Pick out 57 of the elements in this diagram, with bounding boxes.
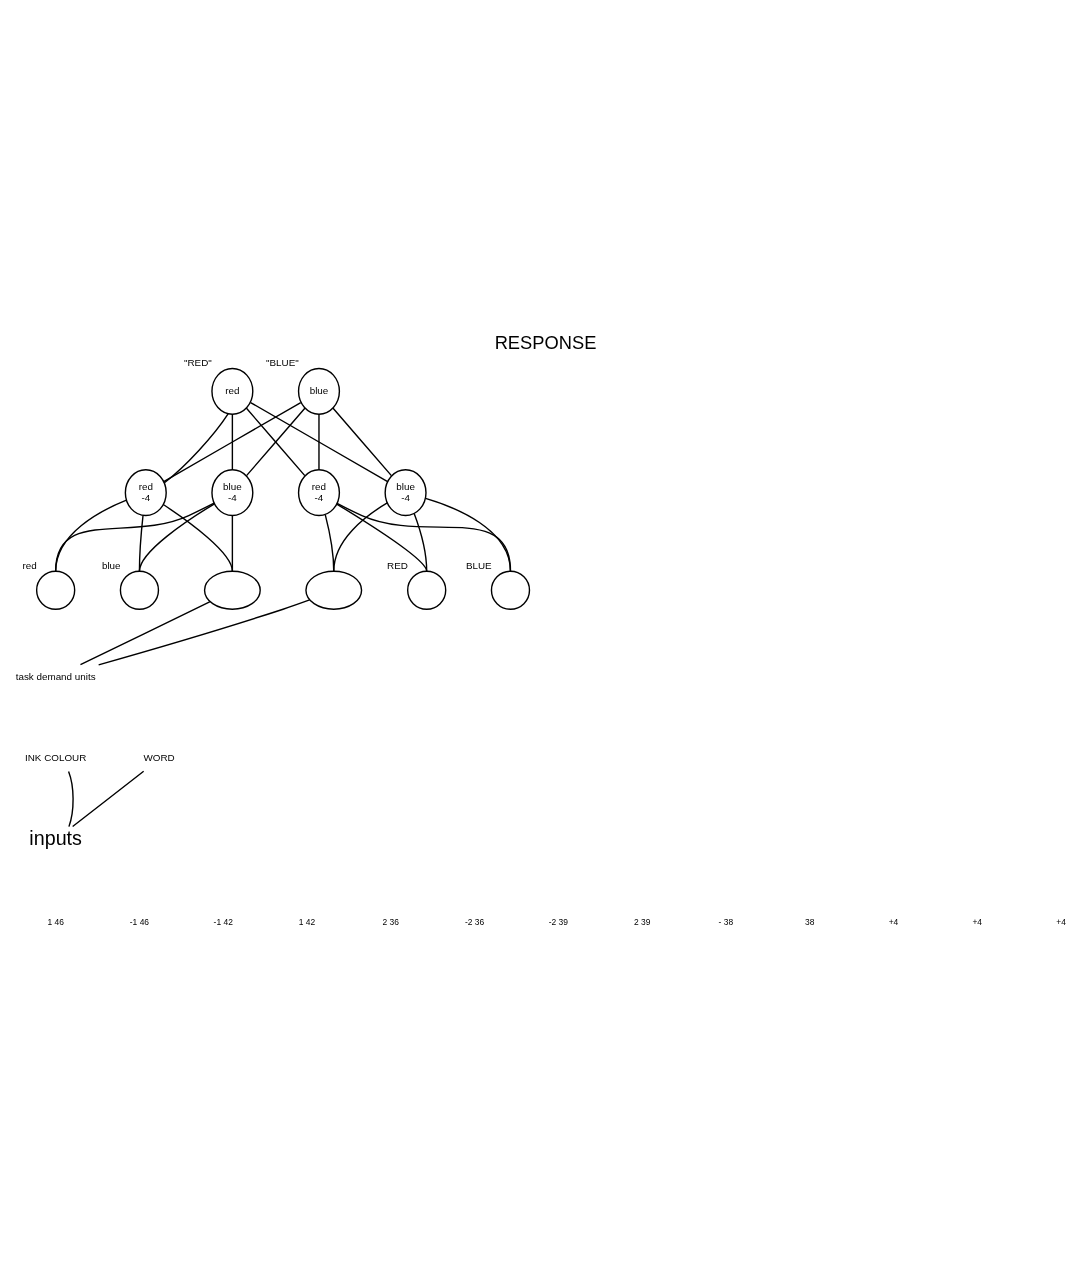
node-circle [119, 570, 160, 610]
node-circle [35, 570, 76, 610]
connector [332, 406, 393, 476]
node-label: BLUE [465, 559, 492, 571]
node-text: task demand units [15, 670, 96, 682]
connector [318, 413, 320, 470]
label: -1 42 [213, 916, 233, 927]
connector [97, 598, 311, 666]
diagram-title: RESPONSE [494, 331, 597, 353]
connector [231, 413, 234, 470]
connector [54, 498, 128, 572]
connector [333, 501, 388, 572]
node-circle [406, 570, 447, 610]
node-label: "RED" [183, 356, 212, 368]
connector [54, 501, 215, 572]
connector [231, 514, 234, 572]
node-ellipse: red [211, 367, 254, 415]
label: 2 36 [382, 916, 399, 927]
label: -1 46 [129, 916, 150, 927]
node-text: INK COLOUR [25, 751, 87, 763]
connector [79, 600, 211, 665]
label: 1 42 [298, 916, 316, 927]
node-ellipse: blue -4 [384, 468, 427, 516]
node-ellipse [203, 570, 261, 610]
connector [138, 502, 216, 572]
node-ellipse [305, 570, 363, 610]
label: -2 39 [548, 916, 568, 927]
node-circle [490, 570, 531, 610]
connector [163, 401, 302, 482]
label: +4 [888, 916, 899, 927]
connector [249, 401, 389, 482]
label: 2 39 [633, 916, 651, 927]
connector [162, 503, 234, 572]
connector [163, 412, 229, 483]
connector [424, 497, 512, 572]
label: - 38 [718, 916, 734, 927]
node-ellipse: red -4 [297, 468, 341, 516]
label: -2 36 [464, 916, 485, 927]
connector [336, 502, 512, 572]
label: 38 [805, 916, 815, 927]
node-text: WORD [143, 751, 175, 763]
connector [245, 406, 306, 476]
label: +4 [1056, 916, 1066, 927]
node-label: blue [101, 559, 121, 571]
node-label: RED [387, 559, 408, 571]
node-ellipse: blue -4 [211, 468, 254, 516]
node-ellipse: blue [297, 367, 341, 415]
node-text: inputs [29, 826, 82, 849]
node-label: "BLUE" [266, 356, 299, 368]
connector [67, 770, 74, 827]
node-label: red [22, 559, 37, 571]
connector [71, 770, 145, 827]
node-ellipse: red -4 [124, 468, 167, 516]
connector [413, 512, 428, 572]
connector [336, 502, 428, 572]
label: 1 46 [47, 916, 64, 927]
label: +4 [972, 916, 983, 927]
